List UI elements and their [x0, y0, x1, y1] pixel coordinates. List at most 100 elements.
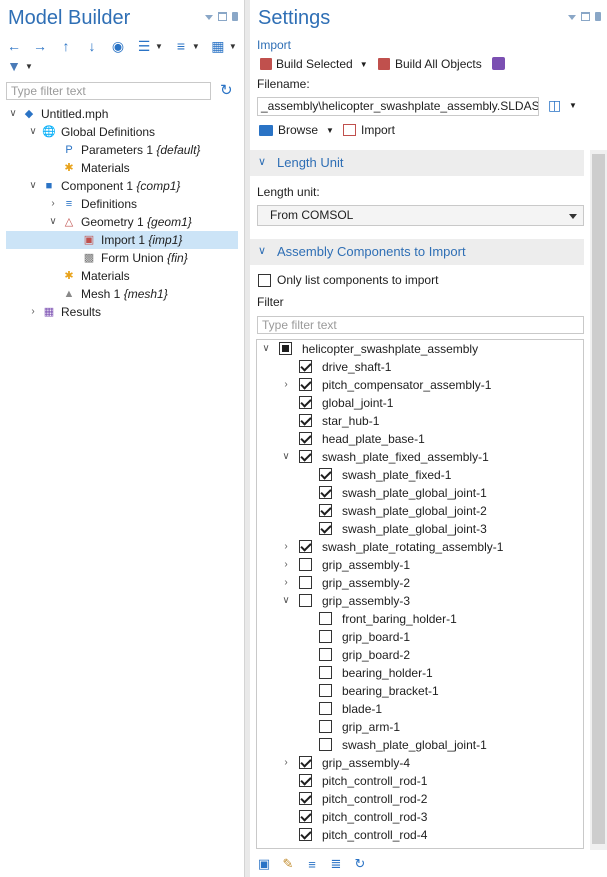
move-up-icon[interactable]: ↑	[62, 38, 70, 54]
browse-caret-icon[interactable]: ▼	[326, 125, 334, 135]
component-checkbox[interactable]	[319, 738, 332, 751]
refresh-icon[interactable]: ↻	[354, 856, 366, 871]
build-selected-button[interactable]: Build Selected ▼	[260, 57, 368, 71]
clear-selection-icon[interactable]: ✎	[282, 856, 294, 871]
component-row[interactable]: global_joint-1	[257, 394, 583, 412]
tree-item[interactable]: ✱Materials	[6, 267, 238, 285]
component-row[interactable]: grip_arm-1	[257, 718, 583, 736]
component-checkbox[interactable]	[299, 594, 312, 607]
tree-item[interactable]: ›≡Definitions	[6, 195, 238, 213]
component-row[interactable]: ∨swash_plate_fixed_assembly-1	[257, 448, 583, 466]
chevron-down-icon[interactable]: ∨	[262, 343, 270, 354]
component-row[interactable]: ∨grip_assembly-3	[257, 592, 583, 610]
component-row[interactable]: blade-1	[257, 700, 583, 718]
component-checkbox[interactable]	[299, 810, 312, 823]
component-row[interactable]: swash_plate_global_joint-2	[257, 502, 583, 520]
filename-input[interactable]: _assembly\helicopter_swashplate_assembly…	[257, 97, 539, 116]
component-checkbox[interactable]	[299, 756, 312, 769]
chevron-right-icon[interactable]: ›	[284, 577, 288, 588]
list-icon[interactable]: ▦	[211, 38, 225, 54]
chevron-right-icon[interactable]: ›	[284, 757, 288, 768]
collapse-icon[interactable]: ≡	[176, 38, 185, 54]
collapse-all-icon[interactable]: ≣	[330, 856, 342, 871]
filter-funnel-icon[interactable]: ▼	[7, 58, 21, 74]
component-row[interactable]: ›grip_assembly-2	[257, 574, 583, 592]
component-checkbox[interactable]	[319, 630, 332, 643]
component-checkbox[interactable]	[299, 558, 312, 571]
tree-item[interactable]: ∨△Geometry 1 {geom1}	[6, 213, 238, 231]
component-checkbox[interactable]	[319, 522, 332, 535]
pin-icon[interactable]	[232, 12, 238, 21]
component-row[interactable]: swash_plate_global_joint-1	[257, 484, 583, 502]
component-checkbox[interactable]	[299, 396, 312, 409]
move-down-icon[interactable]: ↓	[88, 38, 96, 54]
build-selected-caret-icon[interactable]: ▼	[359, 59, 368, 69]
component-checkbox[interactable]	[319, 720, 332, 733]
list-caret-icon[interactable]: ▼	[228, 41, 237, 51]
view-menu-icon[interactable]	[205, 15, 213, 20]
back-arrow-icon[interactable]: ←	[7, 38, 21, 54]
component-checkbox[interactable]	[319, 648, 332, 661]
pin-icon[interactable]	[595, 12, 601, 21]
length-unit-section-header[interactable]: ∨ Length Unit	[250, 150, 584, 176]
expand-sections-caret-icon[interactable]: ▼	[155, 41, 163, 51]
graphics-view-icon[interactable]	[492, 57, 505, 70]
filter-caret-icon[interactable]: ▼	[25, 61, 33, 71]
tree-item[interactable]: ∨■Component 1 {comp1}	[6, 177, 238, 195]
component-checkbox[interactable]	[319, 486, 332, 499]
tree-item[interactable]: ›▦Results	[6, 303, 238, 321]
refresh-icon[interactable]: ↻	[220, 82, 233, 99]
component-checkbox[interactable]	[319, 612, 332, 625]
component-checkbox[interactable]	[319, 702, 332, 715]
component-checkbox[interactable]	[319, 504, 332, 517]
component-row[interactable]: swash_plate_global_joint-1	[257, 736, 583, 754]
browse-button[interactable]: Browse ▼	[259, 123, 334, 137]
component-filter-input[interactable]: Type filter text	[257, 316, 584, 334]
component-checkbox[interactable]	[319, 666, 332, 679]
view-menu-icon[interactable]	[568, 15, 576, 20]
component-checkbox[interactable]	[299, 414, 312, 427]
file-location-caret-icon[interactable]: ▼	[569, 101, 577, 110]
chevron-right-icon[interactable]: ›	[284, 379, 288, 390]
component-row[interactable]: front_baring_holder-1	[257, 610, 583, 628]
chevron-down-icon[interactable]: ∨	[9, 108, 17, 119]
component-checkbox[interactable]	[299, 360, 312, 373]
import-button[interactable]: Import	[343, 123, 395, 137]
chevron-down-icon[interactable]: ∨	[29, 180, 37, 191]
component-checkbox[interactable]	[319, 468, 332, 481]
assembly-section-header[interactable]: ∨ Assembly Components to Import	[250, 239, 584, 265]
pane-splitter[interactable]	[245, 0, 250, 877]
only-list-checkbox-row[interactable]: Only list components to import	[258, 273, 438, 287]
component-row[interactable]: pitch_controll_rod-4	[257, 826, 583, 844]
component-row[interactable]: grip_board-1	[257, 628, 583, 646]
only-list-checkbox[interactable]	[258, 273, 271, 287]
component-checkbox[interactable]	[299, 792, 312, 805]
component-row[interactable]: swash_plate_fixed-1	[257, 466, 583, 484]
component-checkbox[interactable]	[299, 450, 312, 463]
component-checkbox[interactable]	[299, 378, 312, 391]
component-row[interactable]: swash_plate_global_joint-3	[257, 520, 583, 538]
tree-item[interactable]: ∨🌐Global Definitions	[6, 123, 238, 141]
component-row[interactable]: pitch_controll_rod-2	[257, 790, 583, 808]
component-row[interactable]: bearing_bracket-1	[257, 682, 583, 700]
show-icon[interactable]: ◉	[111, 38, 125, 54]
chevron-down-icon[interactable]: ∨	[29, 126, 37, 137]
component-row[interactable]: head_plate_base-1	[257, 430, 583, 448]
component-row[interactable]: ›grip_assembly-1	[257, 556, 583, 574]
component-checkbox[interactable]	[299, 540, 312, 553]
component-checkbox[interactable]	[299, 828, 312, 841]
expand-all-icon[interactable]: ≡	[308, 856, 316, 872]
forward-arrow-icon[interactable]: →	[33, 38, 47, 54]
component-checkbox[interactable]	[299, 432, 312, 445]
component-row[interactable]: star_hub-1	[257, 412, 583, 430]
chevron-right-icon[interactable]: ›	[31, 306, 35, 317]
minimize-icon[interactable]	[218, 12, 227, 21]
component-row[interactable]: grip_board-2	[257, 646, 583, 664]
model-builder-filter-input[interactable]: Type filter text	[6, 82, 211, 100]
chevron-right-icon[interactable]: ›	[51, 198, 55, 209]
tree-item[interactable]: ▩Form Union {fin}	[6, 249, 238, 267]
collapse-caret-icon[interactable]: ▼	[191, 41, 200, 51]
component-row[interactable]: ›grip_assembly-4	[257, 754, 583, 772]
settings-scrollbar-thumb[interactable]	[592, 154, 605, 844]
